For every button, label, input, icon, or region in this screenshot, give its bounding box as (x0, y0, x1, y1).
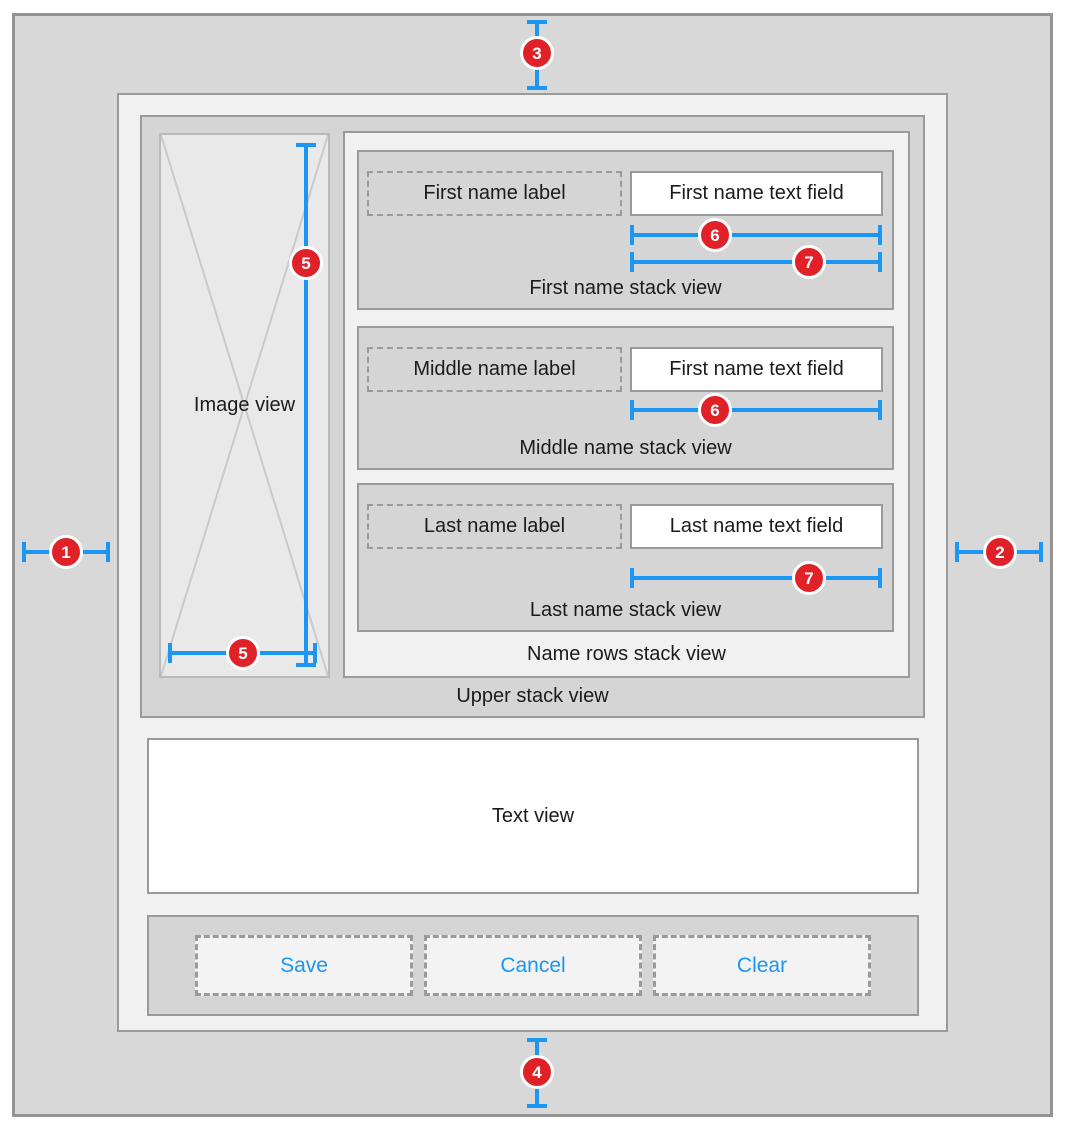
measure-beam-first-field-width-7-icon (630, 252, 882, 272)
last-name-label: Last name label (367, 504, 622, 549)
measure-beam-last-field-width-7-icon (630, 568, 882, 588)
last-name-stack-view: Last name label Last name text field Las… (357, 483, 894, 632)
middle-name-text-field[interactable]: First name text field (630, 347, 883, 392)
first-name-stack-view: First name label First name text field F… (357, 150, 894, 310)
badge-1-leading-space: 1 (49, 535, 83, 569)
badge-6-middle-field-width: 6 (698, 393, 732, 427)
name-rows-stack-view: First name label First name text field F… (343, 131, 910, 678)
name-rows-stack-caption: Name rows stack view (527, 643, 726, 665)
cancel-button[interactable]: Cancel (424, 935, 642, 996)
badge-3-top-space: 3 (520, 36, 554, 70)
text-view[interactable]: Text view (147, 738, 919, 894)
badge-7-last-field-width: 7 (792, 561, 826, 595)
first-name-label: First name label (367, 171, 622, 216)
image-view-label: Image view (193, 394, 296, 416)
scene-root-view: Image view First name label First name t… (12, 13, 1053, 1117)
middle-name-stack-view: Middle name label First name text field … (357, 326, 894, 470)
clear-button[interactable]: Clear (653, 935, 871, 996)
badge-2-trailing-space: 2 (983, 535, 1017, 569)
middle-name-label: Middle name label (367, 347, 622, 392)
measure-beam-image-height-icon (296, 143, 316, 667)
button-bar-stack-view: Save Cancel Clear (147, 915, 919, 1016)
badge-7-first-field-width: 7 (792, 245, 826, 279)
image-view-placeholder: Image view (159, 133, 330, 678)
badge-6-first-field-width: 6 (698, 218, 732, 252)
badge-5-image-width: 5 (226, 636, 260, 670)
badge-5-image-height: 5 (289, 246, 323, 280)
upper-stack-view: Image view First name label First name t… (140, 115, 925, 718)
middle-name-stack-caption: Middle name stack view (519, 437, 732, 459)
measure-beam-first-field-width-6-icon (630, 225, 882, 245)
last-name-text-field[interactable]: Last name text field (630, 504, 883, 549)
image-placeholder-cross-icon (161, 135, 328, 676)
upper-stack-caption: Upper stack view (456, 685, 609, 707)
measure-beam-middle-field-width-6-icon (630, 400, 882, 420)
badge-4-bottom-space: 4 (520, 1055, 554, 1089)
first-name-stack-caption: First name stack view (529, 277, 722, 299)
save-button[interactable]: Save (195, 935, 413, 996)
last-name-stack-caption: Last name stack view (529, 599, 722, 621)
first-name-text-field[interactable]: First name text field (630, 171, 883, 216)
